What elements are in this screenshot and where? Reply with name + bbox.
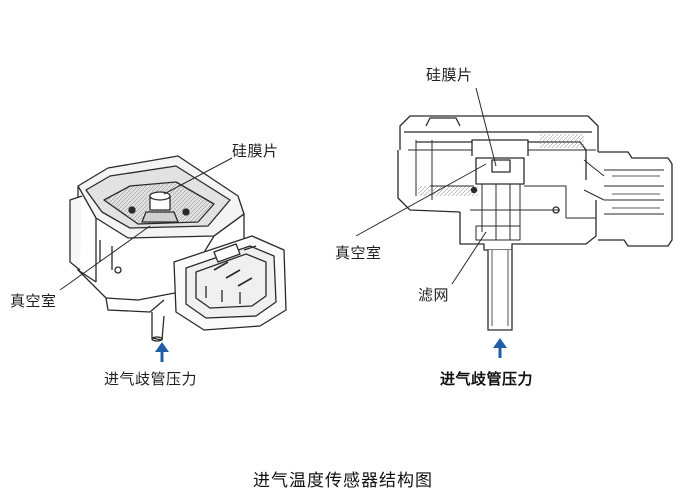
right-leader-lines (355, 87, 497, 285)
right-pressure-arrow (493, 338, 507, 358)
leader-silicon-chip-right (475, 87, 497, 167)
right-sensor-cross-section (397, 115, 673, 331)
label-vacuum-chamber-right: 真空室 (335, 244, 382, 262)
label-intake-pressure-right: 进气歧管压力 (440, 370, 534, 388)
left-pressure-arrow (155, 342, 169, 362)
figure-caption: 进气温度传感器结构图 (253, 471, 433, 491)
label-intake-pressure-left: 进气歧管压力 (104, 370, 198, 388)
left-leader-lines (59, 157, 233, 291)
label-silicon-chip-left: 硅膜片 (232, 142, 279, 160)
label-silicon-chip-right: 硅膜片 (426, 66, 473, 84)
leader-silicon-chip-left (163, 157, 233, 195)
leader-vacuum-chamber-left (59, 225, 151, 291)
leader-vacuum-chamber-right (355, 163, 487, 237)
label-filter: 滤网 (418, 286, 450, 304)
left-sensor-illustration (69, 155, 287, 342)
label-vacuum-chamber-left: 真空室 (10, 292, 57, 310)
leader-filter (451, 231, 487, 285)
